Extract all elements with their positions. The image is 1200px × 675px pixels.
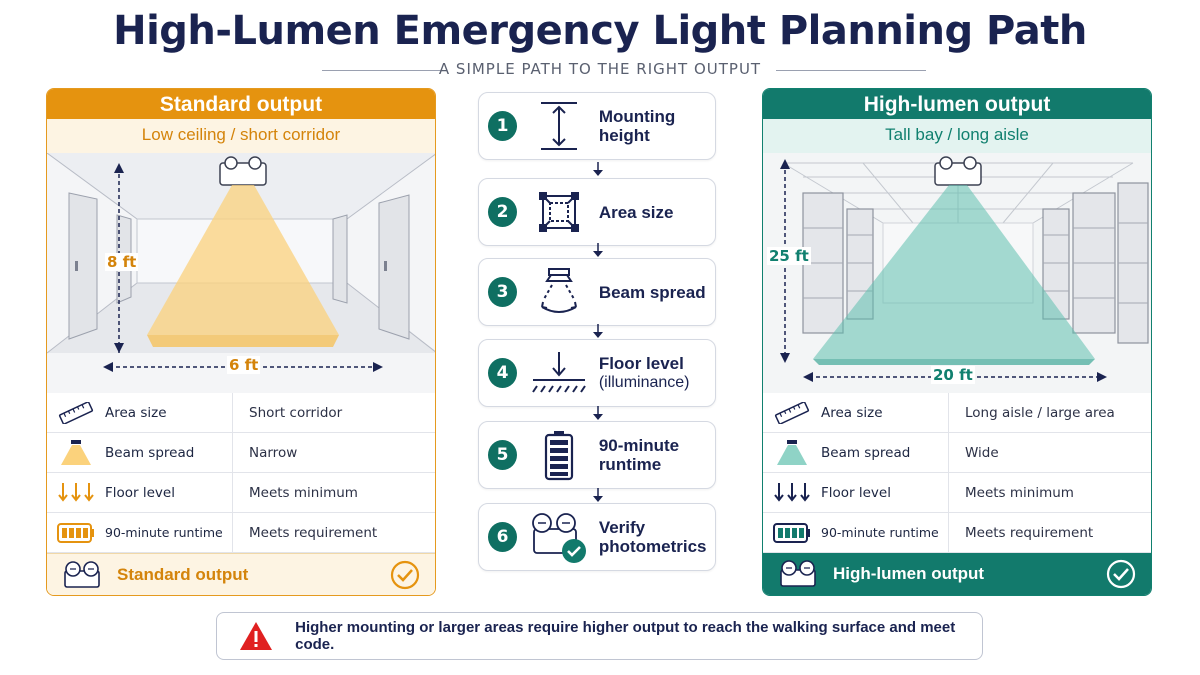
ruler-icon <box>763 393 821 433</box>
page-subtitle: A SIMPLE PATH TO THE RIGHT OUTPUT <box>438 60 762 78</box>
standard-output-card: Standard output Low ceiling / short corr… <box>46 88 436 596</box>
step-title: Area size <box>598 202 674 222</box>
high-lumen-footer-label: High-lumen output <box>833 564 985 583</box>
step-number: 3 <box>488 277 518 307</box>
spec-value: Meets requirement <box>249 524 378 541</box>
spec-label: Area size <box>821 392 949 433</box>
corridor-width-label: 6 ft <box>227 356 261 374</box>
mounting-height-icon <box>525 95 593 157</box>
verify-photometrics-icon <box>525 506 593 568</box>
warning-banner: Higher mounting or larger areas require … <box>216 612 983 660</box>
spec-label: Beam spread <box>821 432 949 473</box>
spec-row: Floor level Meets minimum <box>763 472 1151 513</box>
standard-spec-table: Area size Short corridor Beam spread Nar… <box>47 392 435 553</box>
step-number: 2 <box>488 197 518 227</box>
corridor-scene: 8 ft 6 ft <box>47 153 435 393</box>
step-title: Verify photometrics <box>598 518 707 556</box>
high-lumen-card-subheader: Tall bay / long aisle <box>763 119 1151 153</box>
step-label: Area size <box>599 203 715 222</box>
standard-footer-label: Standard output <box>117 564 249 584</box>
step-label: Verify photometrics <box>599 518 715 556</box>
step-title: Mounting height <box>598 107 676 145</box>
spec-value: Wide <box>965 444 999 461</box>
battery-icon <box>525 424 593 486</box>
subtitle-rule-left <box>322 70 442 71</box>
step-label: 90-minute runtime <box>599 436 715 474</box>
battery-icon <box>763 513 821 553</box>
check-circle-icon <box>1091 559 1151 589</box>
high-lumen-card-header: High-lumen output <box>763 89 1151 119</box>
standard-card-header: Standard output <box>47 89 435 119</box>
spec-value: Meets requirement <box>965 524 1094 541</box>
emergency-light-icon <box>763 558 833 590</box>
subtitle-rule-right <box>776 70 926 71</box>
high-lumen-spec-table: Area size Long aisle / large area Beam s… <box>763 392 1151 553</box>
floor-level-icon <box>525 342 593 404</box>
spec-value: Meets minimum <box>965 484 1074 501</box>
step-beam-spread: 3 Beam spread <box>478 258 716 326</box>
spec-row: Area size Short corridor <box>47 392 435 433</box>
down-arrow-icon <box>593 488 603 502</box>
warehouse-scene: 25 ft 20 ft <box>763 153 1151 393</box>
step-runtime: 5 90-minute runtime <box>478 421 716 489</box>
step-label: Beam spread <box>599 283 715 302</box>
spec-label: 90-minute runtime <box>821 512 949 553</box>
warehouse-illustration <box>763 153 1151 393</box>
beam-spread-icon <box>525 261 593 323</box>
step-number: 6 <box>488 522 518 552</box>
corridor-height-label: 8 ft <box>105 253 139 271</box>
spec-row: Area size Long aisle / large area <box>763 392 1151 433</box>
spec-value: Narrow <box>249 444 298 461</box>
step-label: Floor level(illuminance) <box>599 354 715 392</box>
standard-card-footer: Standard output <box>47 553 435 595</box>
spec-label: 90-minute runtime <box>105 512 233 553</box>
down-arrow-icon <box>593 243 603 257</box>
step-title: Beam spread <box>598 282 706 302</box>
spec-row: 90-minute runtime Meets requirement <box>763 512 1151 553</box>
spec-row: 90-minute runtime Meets requirement <box>47 512 435 553</box>
step-label: Mounting height <box>599 107 715 145</box>
down-arrow-icon <box>593 324 603 338</box>
beam-icon <box>47 433 105 473</box>
check-circle-icon <box>375 560 435 590</box>
down-arrow-icon <box>593 406 603 420</box>
spec-label: Floor level <box>821 472 949 513</box>
corridor-illustration <box>47 153 435 393</box>
floor-arrows-icon <box>47 473 105 513</box>
battery-icon <box>47 513 105 553</box>
beam-icon <box>763 433 821 473</box>
step-verify-photometrics: 6 Verify photometrics <box>478 503 716 571</box>
warehouse-width-label: 20 ft <box>931 366 975 384</box>
step-title: Floor level <box>598 354 684 373</box>
ruler-icon <box>47 393 105 433</box>
high-lumen-card-footer: High-lumen output <box>763 553 1151 595</box>
down-arrow-icon <box>593 162 603 176</box>
spec-row: Beam spread Wide <box>763 432 1151 473</box>
step-number: 1 <box>488 111 518 141</box>
step-number: 5 <box>488 440 518 470</box>
step-number: 4 <box>488 358 518 388</box>
spec-row: Floor level Meets minimum <box>47 472 435 513</box>
standard-card-subheader: Low ceiling / short corridor <box>47 119 435 153</box>
warning-text: Higher mounting or larger areas require … <box>295 619 956 653</box>
warning-icon <box>217 620 295 652</box>
page-title: High-Lumen Emergency Light Planning Path <box>113 8 1087 54</box>
high-lumen-output-card: High-lumen output Tall bay / long aisle <box>762 88 1152 596</box>
emergency-light-icon <box>47 559 117 591</box>
step-area-size: 2 Area size <box>478 178 716 246</box>
spec-value: Meets minimum <box>249 484 358 501</box>
floor-arrows-icon <box>763 473 821 513</box>
spec-value: Short corridor <box>249 404 343 421</box>
spec-row: Beam spread Narrow <box>47 432 435 473</box>
step-title: 90-minute runtime <box>598 436 680 474</box>
spec-value: Long aisle / large area <box>965 404 1115 421</box>
spec-label: Area size <box>105 392 233 433</box>
spec-label: Floor level <box>105 472 233 513</box>
step-floor-level: 4 Floor level(illuminance) <box>478 339 716 407</box>
warehouse-height-label: 25 ft <box>767 247 811 265</box>
step-mounting-height: 1 Mounting height <box>478 92 716 160</box>
spec-label: Beam spread <box>105 432 233 473</box>
step-note: (illuminance) <box>598 374 690 391</box>
area-size-icon <box>525 181 593 243</box>
